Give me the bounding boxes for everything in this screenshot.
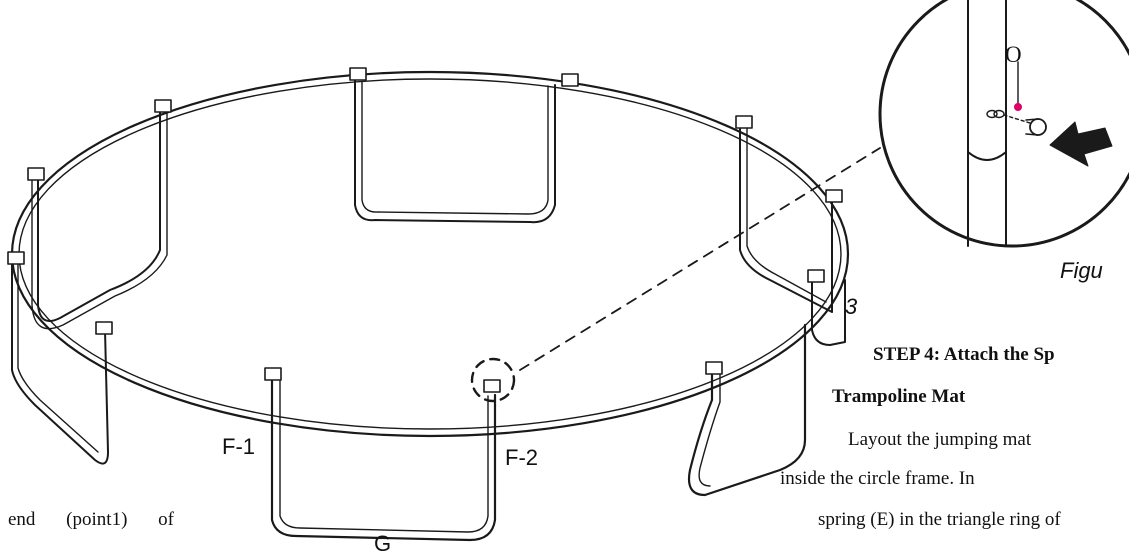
detail-zoom-view [878,0,1129,248]
detail-highlight-circle [470,357,516,403]
body-line2: inside the circle frame. In [780,468,975,489]
leg-back-right [739,121,833,313]
detail-pointer-line [519,147,881,371]
leg-side-left [11,261,109,465]
leg-side-right [811,279,846,346]
accent-dot [1014,103,1022,111]
arrow-icon [1049,121,1113,167]
label-g: G [374,531,392,556]
figure-caption: Figu [1060,258,1103,283]
figure-number: 3 [845,294,858,319]
body-line3-right: spring (E) in the triangle ring of [818,509,1061,530]
step-heading-line1: STEP 4: Attach the Sp [873,344,1055,365]
label-o: O [1005,42,1022,67]
label-f1: F-1 [222,434,255,459]
leg-back-center [354,79,556,224]
step-heading-line2: Trampoline Mat [832,386,966,407]
frame-ring-inner [18,78,842,430]
t-joints [7,67,843,393]
frame-ring-outer [10,70,850,438]
body-line3-left: end (point1) of [8,509,174,530]
label-f2: F-2 [505,445,538,470]
body-line1: Layout the jumping mat [848,429,1032,450]
leg-back-left [31,107,168,330]
leg-front-right [687,323,807,497]
leg-front-f1 [270,373,497,542]
